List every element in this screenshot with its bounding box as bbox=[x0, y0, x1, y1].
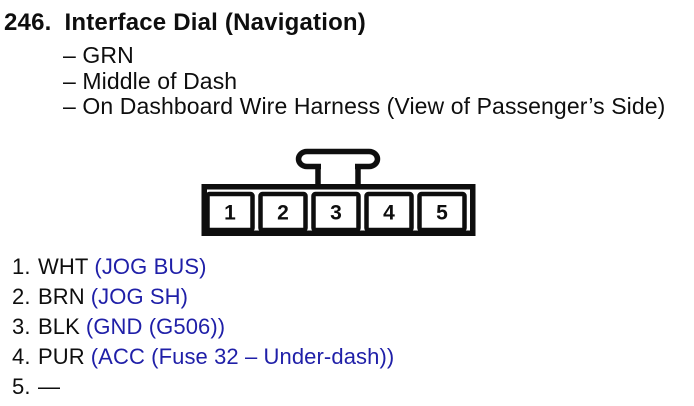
pin-cavity-label-3: 3 bbox=[330, 202, 342, 225]
pin-number: 1. bbox=[12, 254, 31, 279]
pin-cavity-5 bbox=[417, 191, 467, 233]
pin-row-5: 5. — bbox=[12, 372, 394, 402]
detail-line-color: – GRN bbox=[63, 42, 134, 68]
pin-cavity-label-1: 1 bbox=[224, 202, 236, 225]
pin-wire-color: BRN bbox=[38, 284, 85, 309]
pin-row-3: 3. BLK(GND (G506)) bbox=[12, 312, 394, 342]
connector-details: – GRN – Middle of Dash – On Dashboard Wi… bbox=[63, 42, 666, 120]
pin-signal: (JOG SH) bbox=[90, 284, 189, 309]
pin-cavity-label-5: 5 bbox=[436, 202, 448, 225]
section-number: 246. bbox=[4, 9, 52, 36]
pin-row-1: 1. WHT(JOG BUS) bbox=[12, 252, 394, 282]
detail-line-harness: – On Dashboard Wire Harness (View of Pas… bbox=[63, 93, 666, 119]
pin-cavity-3 bbox=[311, 191, 361, 233]
section-title: Interface Dial (Navigation) bbox=[64, 9, 366, 36]
pin-signal: (ACC (Fuse 32 – Under-dash)) bbox=[90, 344, 395, 369]
pin-number: 2. bbox=[12, 284, 31, 309]
pin-cavity-label-2: 2 bbox=[277, 202, 289, 225]
pin-row-4: 4. PUR(ACC (Fuse 32 – Under-dash)) bbox=[12, 342, 394, 372]
pin-row-2: 2. BRN(JOG SH) bbox=[12, 282, 394, 312]
pin-signal: (GND (G506)) bbox=[85, 314, 226, 339]
pin-number: 4. bbox=[12, 344, 31, 369]
pin-cavity-2 bbox=[258, 191, 308, 233]
connector-body: 1 2 3 4 5 bbox=[201, 184, 476, 236]
pin-wire-color: PUR bbox=[38, 344, 85, 369]
pin-wire-color: — bbox=[38, 374, 61, 399]
pin-number: 3. bbox=[12, 314, 31, 339]
pin-cavity-4 bbox=[364, 191, 414, 233]
section-heading: 246. Interface Dial (Navigation) bbox=[4, 9, 366, 37]
latch-opening bbox=[321, 162, 355, 173]
detail-line-location: – Middle of Dash bbox=[63, 67, 238, 94]
pin-cavity-label-4: 4 bbox=[383, 202, 395, 225]
connector-latch bbox=[295, 148, 381, 189]
pin-cavity-1 bbox=[205, 191, 255, 233]
pin-signal: (JOG BUS) bbox=[94, 254, 207, 279]
pin-list: 1. WHT(JOG BUS) 2. BRN(JOG SH) 3. BLK(GND (… bbox=[12, 252, 394, 402]
pin-number: 5. bbox=[12, 374, 31, 399]
pin-wire-color: BLK bbox=[38, 314, 80, 339]
pin-wire-color: WHT bbox=[38, 254, 89, 279]
